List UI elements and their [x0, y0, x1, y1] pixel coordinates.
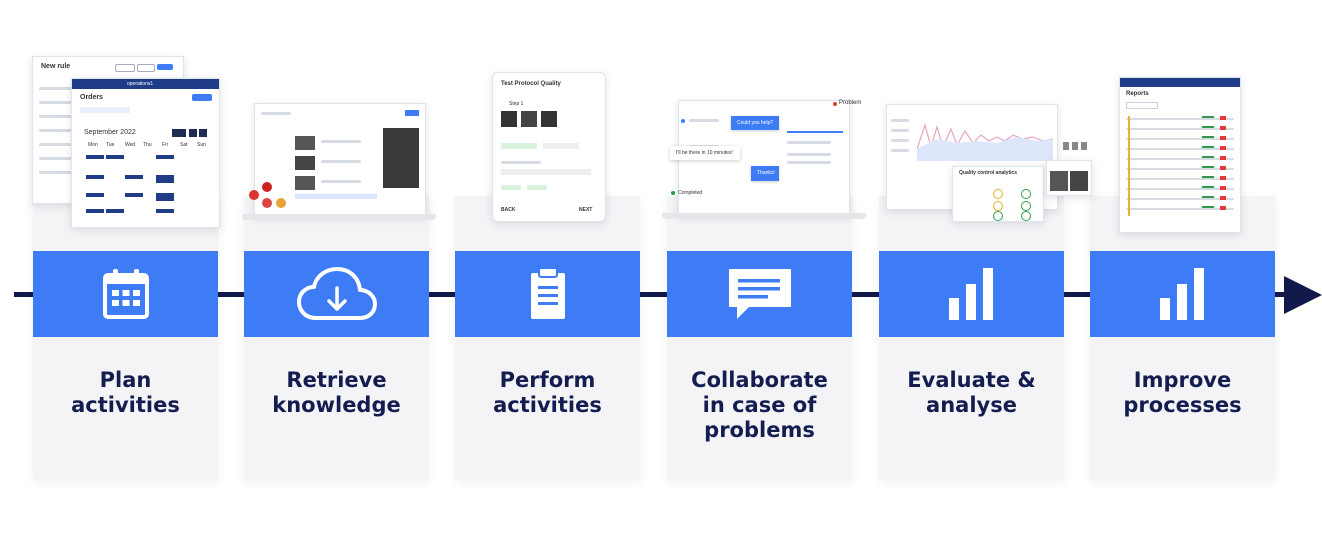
calendar-icon — [102, 269, 149, 319]
process-timeline — [14, 292, 1286, 297]
chat-bubble-thanks: Thanks! — [751, 166, 779, 181]
bar-chart-icon — [948, 268, 993, 320]
calendar-month: September 2022 — [84, 129, 136, 136]
step-icon-band — [244, 251, 429, 337]
photo-thumbnail — [1046, 160, 1092, 196]
orders-title: Orders — [80, 94, 103, 101]
chat-icon — [728, 269, 791, 319]
check-icon — [671, 191, 675, 195]
step-label: Evaluate &analyse — [907, 368, 1036, 417]
flag-icon — [262, 198, 272, 208]
step-label: Step 1 — [509, 101, 524, 107]
back-button[interactable]: BACK — [501, 207, 516, 213]
test-protocol-thumbnail: Test Protocol Quality Step 1 BACK NEXT — [492, 72, 606, 222]
step-icon-band — [33, 251, 218, 337]
reports-thumbnail: Reports — [1119, 77, 1241, 233]
bar-chart-icon — [1159, 268, 1204, 320]
flag-icon — [249, 190, 259, 200]
laptop-base — [662, 213, 866, 219]
step-icon-band — [455, 251, 640, 337]
document-icon — [1063, 142, 1069, 150]
trend-chart — [917, 122, 1053, 161]
quality-analytics-panel: Quality control analytics — [952, 166, 1044, 222]
alert-icon — [833, 102, 837, 106]
completed-label: Completed — [678, 190, 703, 196]
rule-title: New rule — [41, 63, 71, 70]
reports-title: Reports — [1126, 91, 1149, 97]
problem-badge: Problem — [839, 100, 862, 106]
laptop-base — [242, 214, 436, 220]
document-icon — [1072, 142, 1078, 150]
step-icon-band — [1090, 251, 1275, 337]
step-icon-band — [879, 251, 1064, 337]
protocol-title: Test Protocol Quality — [501, 81, 561, 87]
chat-bubble-question: Could you help? — [731, 116, 779, 130]
flag-icon — [262, 182, 272, 192]
flag-icon — [276, 198, 286, 208]
app-name: operations1 — [127, 81, 154, 87]
timeline-arrowhead — [1284, 276, 1322, 314]
step-icon-band — [667, 251, 852, 337]
step-card-evaluate: Evaluate &analyse — [879, 196, 1064, 480]
orders-calendar-thumbnail: operations1 Orders September 2022 Mon Tu… — [71, 78, 220, 228]
clipboard-icon — [530, 268, 565, 319]
knowledge-app-thumbnail — [254, 103, 426, 217]
document-icon — [1081, 142, 1087, 150]
next-button[interactable]: NEXT — [579, 207, 593, 213]
chat-bubble-reply: I'll be there in 10 minutes! — [670, 146, 740, 160]
cloud-download-icon — [296, 267, 377, 320]
